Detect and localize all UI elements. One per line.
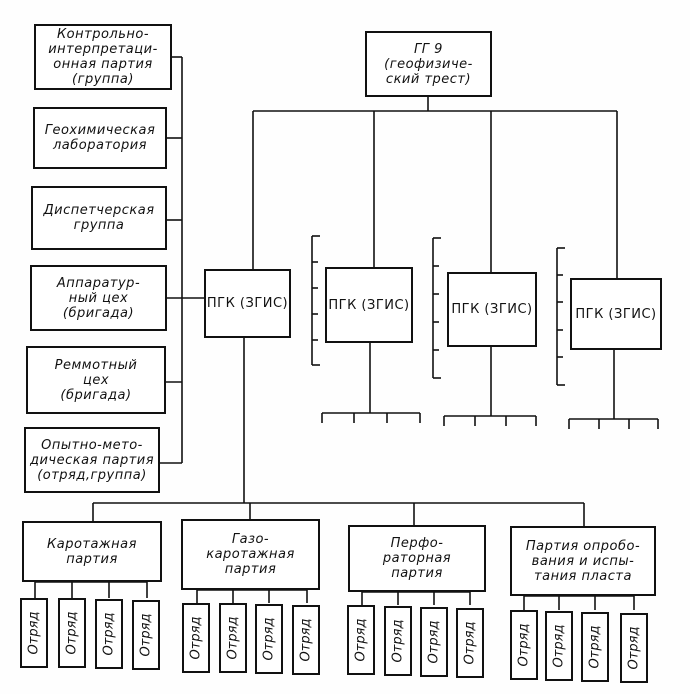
service-box: Геохимическая лаборатория (33, 107, 167, 169)
unit-box: Отряд (347, 605, 375, 675)
unit-box: Отряд (95, 599, 123, 669)
unit-label: Отряд (462, 621, 478, 665)
unit-box: Отряд (219, 603, 247, 673)
party-box: Газо- каротажная партия (181, 519, 320, 590)
unit-label: Отряд (298, 618, 314, 662)
unit-label: Отряд (261, 617, 277, 661)
pgk-box: ПГК (ЗГИС) (570, 278, 662, 350)
unit-box: Отряд (545, 611, 573, 681)
unit-box: Отряд (255, 604, 283, 674)
unit-label: Отряд (225, 616, 241, 660)
pgk-box: ПГК (ЗГИС) (204, 269, 291, 338)
pgk-box: ПГК (ЗГИС) (325, 267, 413, 343)
unit-box: Отряд (420, 607, 448, 677)
unit-label: Отряд (64, 611, 80, 655)
unit-box: Отряд (132, 600, 160, 670)
unit-box: Отряд (510, 610, 538, 680)
unit-box: Отряд (384, 606, 412, 676)
party-box: Перфо- раторная партия (348, 525, 486, 592)
unit-label: Отряд (390, 619, 406, 663)
unit-label: Отряд (26, 611, 42, 655)
service-box: Реммотный цех (бригада) (26, 346, 166, 414)
unit-label: Отряд (587, 625, 603, 669)
unit-box: Отряд (292, 605, 320, 675)
unit-label: Отряд (353, 618, 369, 662)
service-box: Контрольно- интерпретаци- онная партия (… (34, 24, 172, 90)
service-box: Опытно-мето- дическая партия (отряд,груп… (24, 427, 160, 493)
unit-label: Отряд (188, 616, 204, 660)
service-box: Аппаратур- ный цех (бригада) (30, 265, 167, 331)
unit-label: Отряд (138, 613, 154, 657)
trust-box: ГГ 9 (геофизиче- ский трест) (365, 31, 492, 97)
unit-box: Отряд (620, 613, 648, 683)
party-box: Каротажная партия (22, 521, 162, 582)
unit-box: Отряд (456, 608, 484, 678)
unit-box: Отряд (20, 598, 48, 668)
unit-label: Отряд (516, 623, 532, 667)
pgk-box: ПГК (ЗГИС) (447, 272, 537, 347)
unit-box: Отряд (182, 603, 210, 673)
service-box: Диспетчерская группа (31, 186, 167, 250)
unit-label: Отряд (551, 624, 567, 668)
unit-label: Отряд (426, 620, 442, 664)
party-box: Партия опробо- вания и испы- тания пласт… (510, 526, 656, 596)
unit-label: Отряд (626, 626, 642, 670)
unit-box: Отряд (581, 612, 609, 682)
unit-label: Отряд (101, 612, 117, 656)
unit-box: Отряд (58, 598, 86, 668)
